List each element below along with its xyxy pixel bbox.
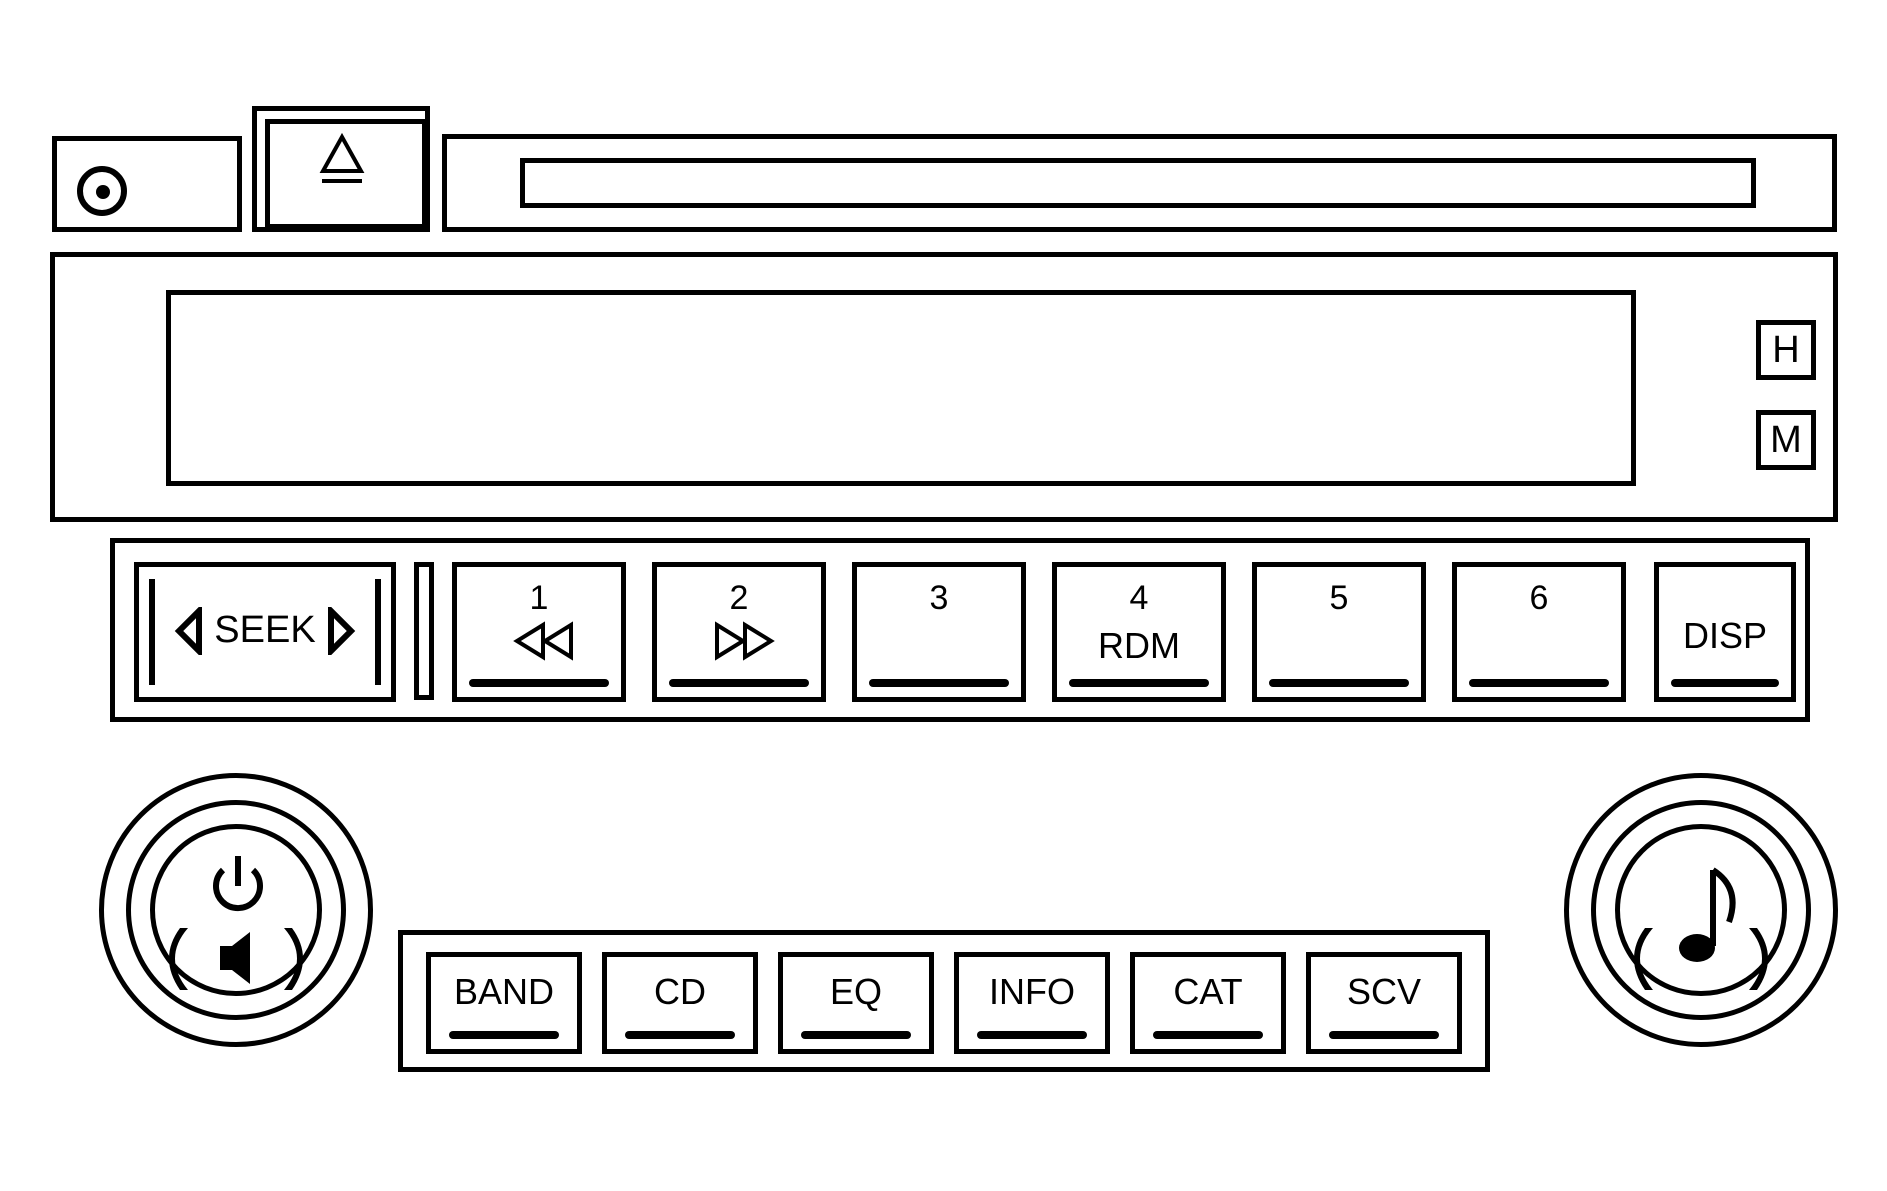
preset-sub-label: RDM <box>1098 625 1180 666</box>
display-screen <box>166 290 1636 486</box>
scv-label: SCV <box>1346 971 1422 1012</box>
preset-button-4[interactable]: 4 RDM <box>1052 562 1226 702</box>
eject-button[interactable] <box>252 106 430 232</box>
triangle-left-icon <box>174 607 202 655</box>
power-icon <box>213 856 263 912</box>
cd-label: CD <box>654 971 706 1012</box>
indicator-m: M <box>1756 410 1816 470</box>
preset-number: 3 <box>929 579 949 617</box>
preset-divider <box>414 562 434 700</box>
preset-number: 4 <box>1129 579 1149 617</box>
tune-knob[interactable] <box>1564 773 1838 1047</box>
disp-button[interactable]: DISP <box>1654 562 1796 702</box>
preset-number: 1 <box>529 579 549 617</box>
cd-slot-panel <box>442 134 1837 232</box>
cd-button[interactable]: CD <box>602 952 758 1054</box>
indicator-h: H <box>1756 320 1816 380</box>
preset-number: 6 <box>1529 579 1549 617</box>
eq-label: EQ <box>829 971 882 1012</box>
info-label: INFO <box>989 971 1075 1012</box>
preset-number: 2 <box>729 579 749 617</box>
band-label: BAND <box>453 971 555 1012</box>
knob-grip-left-icon <box>169 928 188 990</box>
knob-grip-right-icon <box>284 928 303 990</box>
knob-grip-left-icon <box>1634 928 1653 990</box>
eject-icon <box>319 132 365 183</box>
eject-button-face <box>265 119 427 229</box>
display-panel <box>50 252 1838 522</box>
cat-label: CAT <box>1173 971 1243 1012</box>
power-volume-knob[interactable] <box>99 773 373 1047</box>
scv-button[interactable]: SCV <box>1306 952 1462 1054</box>
seek-button[interactable]: SEEK <box>134 562 396 702</box>
preset-button-1[interactable]: 1 <box>452 562 626 702</box>
rewind-icon <box>513 621 573 661</box>
knob-grip-right-icon <box>1749 928 1768 990</box>
disp-label: DISP <box>1682 615 1768 656</box>
band-button[interactable]: BAND <box>426 952 582 1054</box>
music-note-icon <box>1679 867 1736 962</box>
fast-forward-icon <box>715 621 775 661</box>
cd-slot[interactable] <box>520 158 1756 208</box>
eq-button[interactable]: EQ <box>778 952 934 1054</box>
speaker-icon <box>220 932 250 984</box>
preset-button-6[interactable]: 6 <box>1452 562 1626 702</box>
aux-jack-icon[interactable] <box>77 166 127 216</box>
preset-button-5[interactable]: 5 <box>1252 562 1426 702</box>
preset-button-3[interactable]: 3 <box>852 562 1026 702</box>
seek-label: SEEK <box>214 609 316 651</box>
info-button[interactable]: INFO <box>954 952 1110 1054</box>
cat-button[interactable]: CAT <box>1130 952 1286 1054</box>
preset-number: 5 <box>1329 579 1349 617</box>
preset-button-2[interactable]: 2 <box>652 562 826 702</box>
triangle-right-icon <box>328 607 356 655</box>
